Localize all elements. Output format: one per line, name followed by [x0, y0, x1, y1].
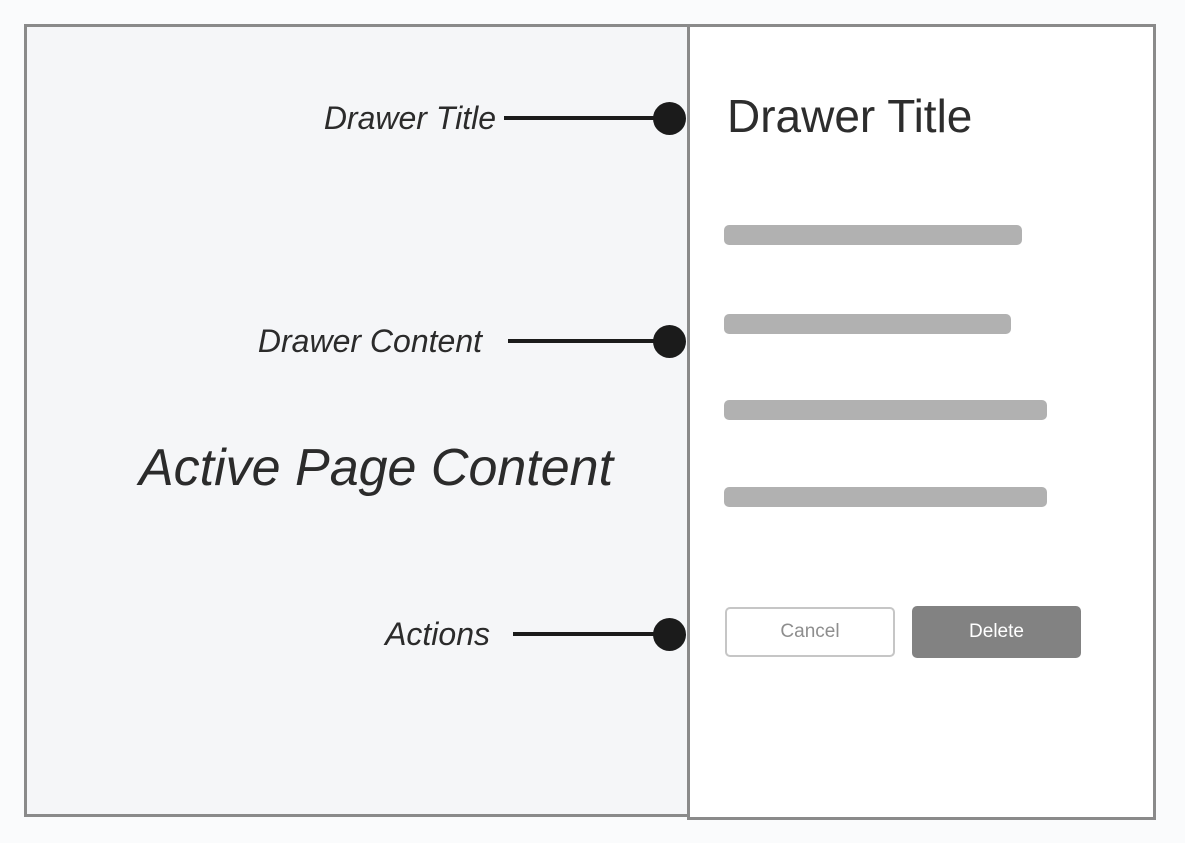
connector-line — [504, 116, 656, 120]
connector-dot — [653, 101, 686, 135]
content-placeholder-bar — [724, 314, 1011, 334]
connector-dot — [653, 324, 686, 358]
connector-dot — [653, 617, 686, 651]
content-placeholder-bar — [724, 400, 1047, 420]
connector-line — [508, 339, 656, 343]
annotation-actions: Actions — [385, 616, 686, 652]
content-placeholder-bar — [724, 225, 1022, 245]
drawer-panel — [687, 24, 1156, 820]
drawer-title: Drawer Title — [727, 90, 973, 142]
delete-button[interactable]: Delete — [912, 606, 1081, 658]
annotation-label: Drawer Content — [257, 323, 482, 359]
annotation-label: Drawer Title — [323, 100, 496, 136]
annotation-label: Actions — [385, 616, 490, 652]
connector-line — [513, 632, 656, 636]
cancel-button[interactable]: Cancel — [725, 607, 895, 657]
content-placeholder-bar — [724, 487, 1047, 507]
annotation-drawer-title: Drawer Title — [324, 100, 686, 136]
annotation-drawer-content: Drawer Content — [258, 323, 686, 359]
active-page-content-label: Active Page Content — [138, 439, 614, 497]
